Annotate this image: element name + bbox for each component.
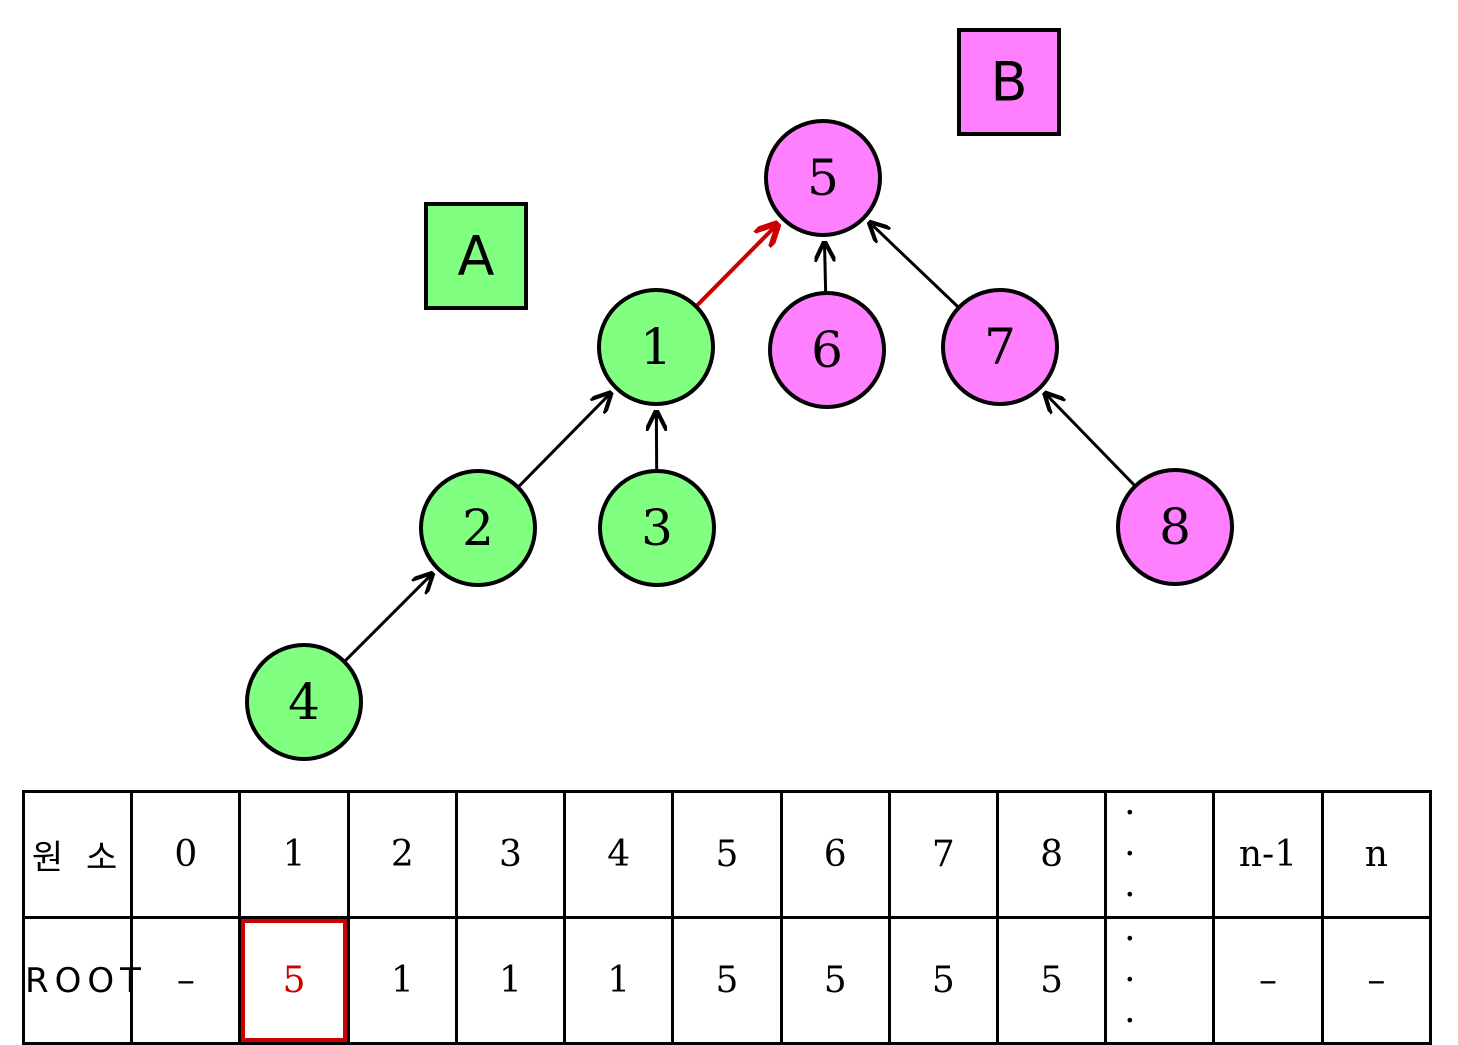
element-cell: n	[1322, 792, 1430, 918]
node-7: 7	[943, 290, 1057, 404]
edge-arrow	[344, 574, 432, 662]
node-label: 2	[462, 499, 494, 557]
element-cell: 3	[456, 792, 564, 918]
root-header: ROOT	[24, 918, 132, 1044]
edge-arrow	[1045, 394, 1135, 487]
root-cell: 5	[781, 918, 889, 1044]
element-row: 원 소 0 1 2 3 4 5 6 7 8 · · · n-1 n	[24, 792, 1431, 918]
group-label-text: B	[990, 51, 1027, 114]
root-cell: 1	[565, 918, 673, 1044]
edge-arrow	[825, 243, 826, 293]
node-label: 4	[288, 673, 320, 731]
element-cell: 0	[132, 792, 240, 918]
node-5: 5	[766, 121, 880, 235]
union-find-diagram: 5 1 6 7 2 3 8 4 A B	[0, 0, 1458, 790]
root-cell: 1	[348, 918, 456, 1044]
element-header: 원 소	[24, 792, 132, 918]
element-cell: 4	[565, 792, 673, 918]
root-cell: 5	[889, 918, 997, 1044]
root-cell-highlighted: 5	[240, 918, 348, 1044]
root-array-table: 원 소 0 1 2 3 4 5 6 7 8 · · · n-1 n ROOT –…	[22, 790, 1432, 1045]
group-label-a: A	[426, 204, 526, 308]
edge-arrow-highlighted	[696, 224, 777, 306]
ellipsis-cell: · · ·	[1106, 792, 1214, 918]
element-cell: 6	[781, 792, 889, 918]
node-label: 1	[640, 318, 672, 376]
node-8: 8	[1118, 470, 1232, 584]
element-cell: 2	[348, 792, 456, 918]
root-cell: –	[1214, 918, 1322, 1044]
root-cell: –	[1322, 918, 1430, 1044]
node-label: 7	[984, 318, 1016, 376]
edge-arrow	[870, 223, 959, 308]
node-label: 5	[807, 149, 839, 207]
element-cell: 7	[889, 792, 997, 918]
group-label-b: B	[959, 30, 1059, 134]
root-row: ROOT – 5 1 1 1 5 5 5 5 · · · – –	[24, 918, 1431, 1044]
node-1: 1	[599, 290, 713, 404]
node-2: 2	[421, 471, 535, 585]
root-cell: 5	[673, 918, 781, 1044]
element-cell: 5	[673, 792, 781, 918]
node-6: 6	[770, 293, 884, 407]
root-cell: 5	[997, 918, 1105, 1044]
element-cell: n-1	[1214, 792, 1322, 918]
node-label: 6	[811, 321, 843, 379]
element-cell: 8	[997, 792, 1105, 918]
element-cell: 1	[240, 792, 348, 918]
node-4: 4	[247, 645, 361, 759]
ellipsis-cell: · · ·	[1106, 918, 1214, 1044]
root-cell: 1	[456, 918, 564, 1044]
node-label: 3	[641, 499, 673, 557]
node-3: 3	[600, 471, 714, 585]
root-cell: –	[132, 918, 240, 1044]
node-label: 8	[1159, 498, 1191, 556]
edge-arrow	[518, 393, 610, 487]
group-label-text: A	[458, 225, 495, 288]
